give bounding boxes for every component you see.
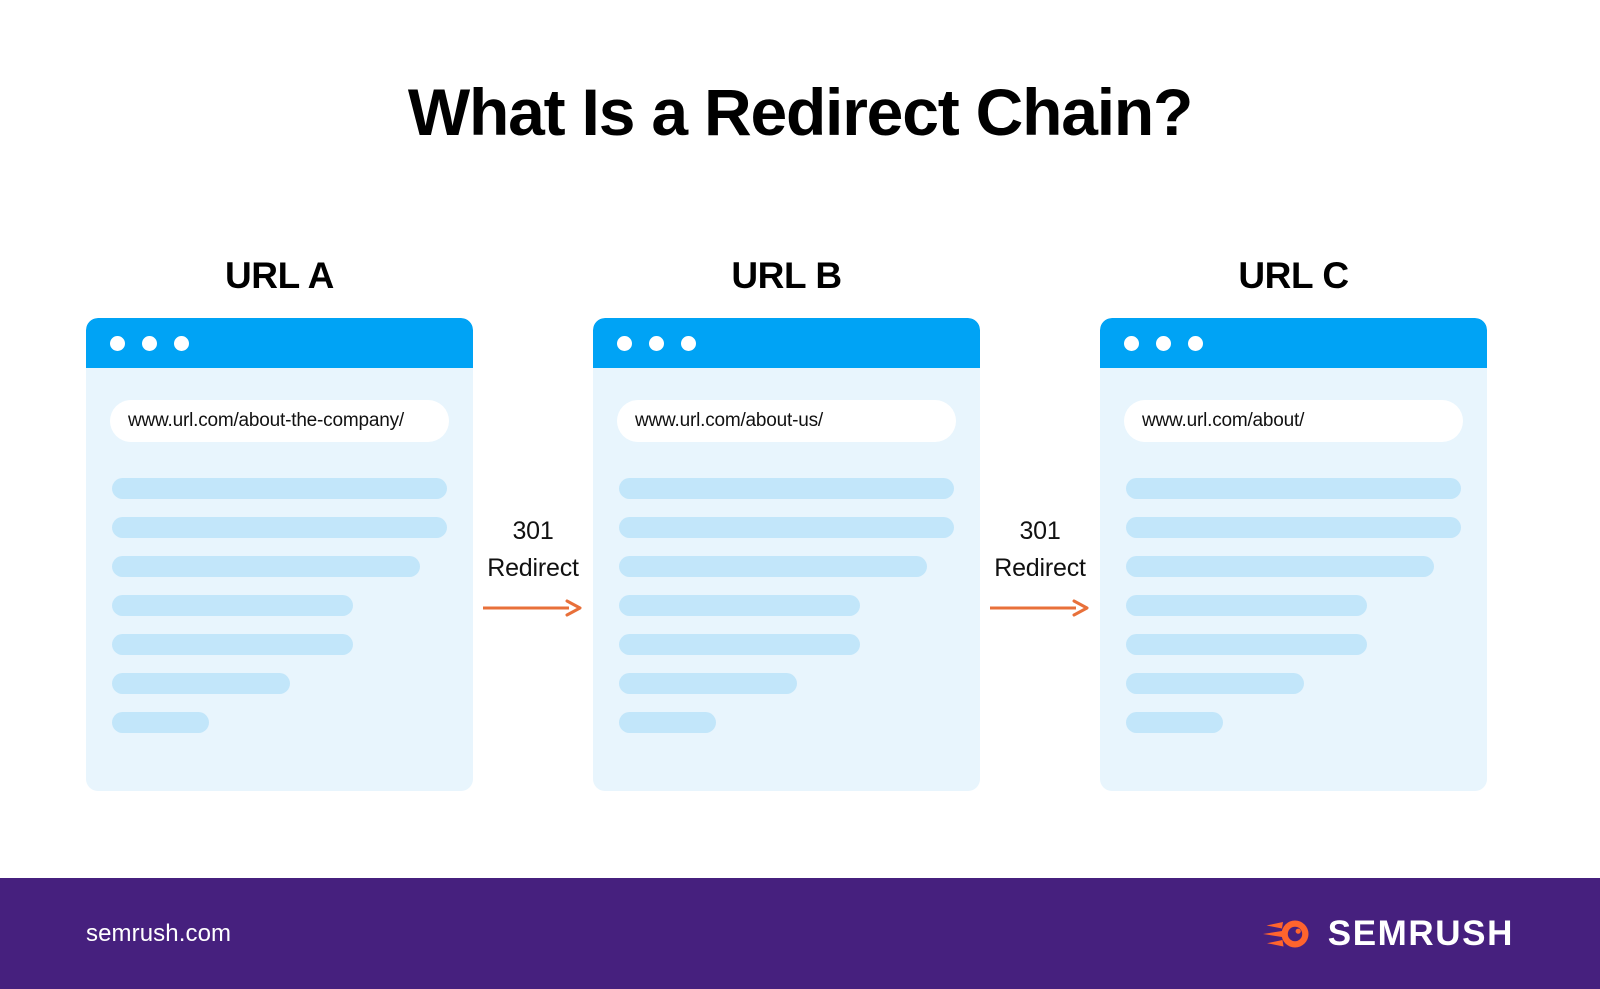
content-placeholder-a [112,478,447,733]
placeholder-bar [619,634,861,655]
card-heading-c: URL C [1238,255,1349,296]
placeholder-bar [619,712,717,733]
placeholder-bar [112,712,210,733]
address-bar-text-c: www.url.com/about/ [1142,410,1305,431]
placeholder-bar [112,634,354,655]
page-title: What Is a Redirect Chain? [407,75,1193,149]
address-bar-text-a: www.url.com/about-the-company/ [128,410,404,431]
address-bar-a[interactable]: www.url.com/about-the-company/ [110,400,449,442]
card-heading-a: URL A [224,255,334,296]
redirect-label-2: 301 Redirect [994,517,1086,582]
browser-titlebar-c [1100,318,1487,368]
browser-window-a: www.url.com/about-the-company/ [86,318,473,791]
placeholder-bar [619,478,954,499]
address-bar-text-b: www.url.com/about-us/ [635,410,823,431]
address-bar-c[interactable]: www.url.com/about/ [1124,400,1463,442]
window-dot-icon [142,335,157,351]
address-bar-b[interactable]: www.url.com/about-us/ [617,400,956,442]
placeholder-bar [619,556,928,577]
window-dot-icon [1188,335,1203,351]
window-dot-icon [649,335,664,351]
browser-window-b: www.url.com/about-us/ [593,318,980,791]
card-heading-b: URL B [731,255,842,296]
placeholder-bar [619,595,861,616]
window-dot-icon [1156,335,1171,351]
semrush-comet-logo-icon [1262,913,1313,955]
placeholder-bar [1126,712,1224,733]
footer-bar: semrush.com SEMRUSH [0,878,1600,989]
window-dot-icon [110,335,125,351]
semrush-wordmark: SEMRUSH [1327,913,1514,953]
redirect-connector-2: 301 Redirect [980,255,1100,618]
placeholder-bar [1126,595,1368,616]
browser-titlebar-a [86,318,473,368]
placeholder-bar [112,478,447,499]
window-dot-icon [617,335,632,351]
redirect-label-1: 301 Redirect [487,517,579,582]
placeholder-bar [112,556,421,577]
content-placeholder-b [619,478,954,733]
placeholder-bar [112,517,447,538]
arrow-right-icon [990,598,1090,618]
placeholder-bar [1126,478,1461,499]
placeholder-bar [1126,634,1368,655]
window-dot-icon [681,335,696,351]
browser-window-c: www.url.com/about/ [1100,318,1487,791]
url-card-a: URL A www.url.com/about-the-company/ [86,255,473,791]
placeholder-bar [112,595,354,616]
placeholder-bar [619,517,954,538]
redirect-connector-1: 301 Redirect [473,255,593,618]
placeholder-bar [619,673,797,694]
placeholder-bar [1126,556,1435,577]
window-dot-icon [174,335,189,351]
url-card-b: URL B www.url.com/about-us/ [593,255,980,791]
arrow-right-icon [483,598,583,618]
placeholder-bar [112,673,290,694]
placeholder-bar [1126,673,1304,694]
semrush-brand-lockup: SEMRUSH [1262,913,1514,955]
placeholder-bar [1126,517,1461,538]
footer-website-url: semrush.com [86,919,232,947]
window-dot-icon [1124,335,1139,351]
browser-titlebar-b [593,318,980,368]
url-card-c: URL C www.url.com/about/ [1100,255,1487,791]
content-placeholder-c [1126,478,1461,733]
redirect-chain-diagram: URL A www.url.com/about-the-company/ [86,255,1487,800]
